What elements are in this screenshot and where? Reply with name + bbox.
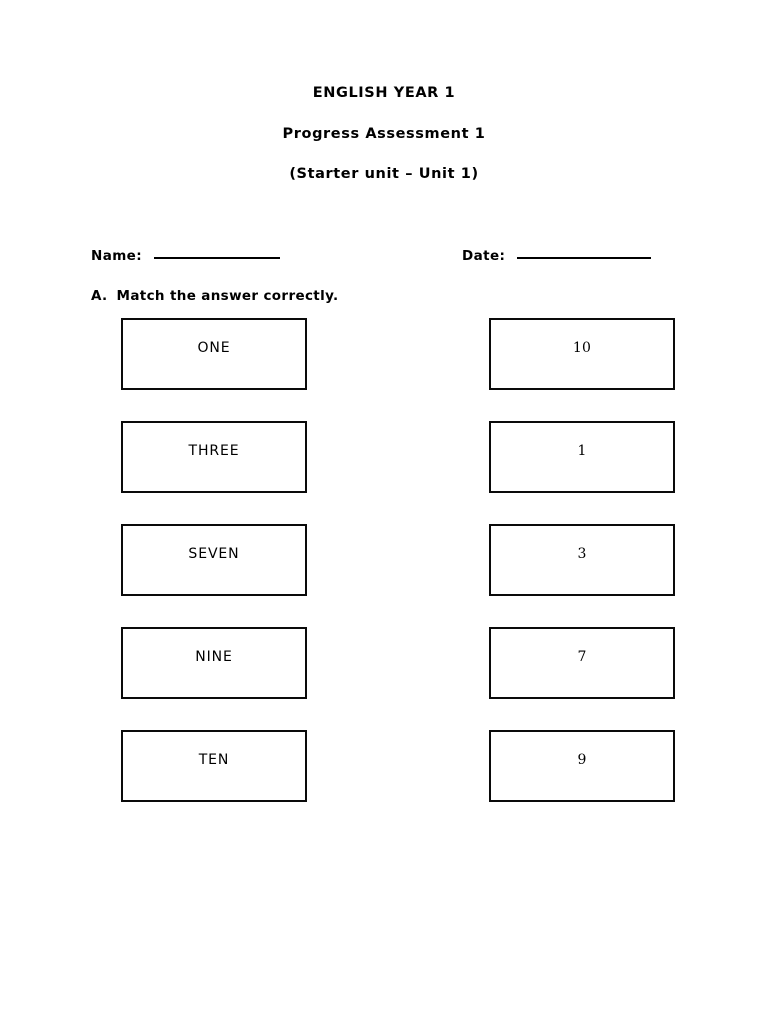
numeral-box[interactable]: 1 [489, 421, 675, 493]
word-column: ONE THREE SEVEN NINE TEN [121, 318, 307, 802]
numeral-box[interactable]: 7 [489, 627, 675, 699]
word-box-label: TEN [198, 752, 230, 768]
worksheet-heading: ENGLISH YEAR 1 Progress Assessment 1 (St… [0, 86, 768, 182]
date-label: Date: [462, 248, 506, 264]
numeral-box[interactable]: 9 [489, 730, 675, 802]
numeral-box[interactable]: 3 [489, 524, 675, 596]
numeral-box-label: 7 [577, 649, 587, 665]
word-box[interactable]: THREE [121, 421, 307, 493]
numeral-box-label: 10 [572, 340, 592, 356]
word-box-label: THREE [188, 443, 240, 459]
word-box-label: SEVEN [188, 546, 240, 562]
page-title: ENGLISH YEAR 1 [312, 85, 456, 101]
date-field[interactable]: Date: [462, 248, 652, 264]
name-label: Name: [91, 248, 143, 264]
instruction-text: Match the answer correctly. [116, 288, 339, 304]
word-box-label: ONE [197, 340, 231, 356]
matching-exercise: ONE THREE SEVEN NINE TEN 10 1 3 [0, 318, 768, 818]
unit-scope-subtitle: (Starter unit – Unit 1) [289, 166, 479, 182]
word-box[interactable]: NINE [121, 627, 307, 699]
date-write-in-line[interactable] [517, 257, 652, 259]
numeral-column: 10 1 3 7 9 [489, 318, 675, 802]
word-box-label: NINE [195, 649, 233, 665]
assessment-subtitle: Progress Assessment 1 [282, 125, 486, 142]
numeral-box-label: 1 [577, 443, 587, 459]
instruction-line: A. Match the answer correctly. [91, 288, 338, 304]
instruction-marker: A. [91, 288, 108, 304]
numeral-box-label: 3 [577, 546, 587, 562]
name-write-in-line[interactable] [154, 257, 281, 259]
word-box[interactable]: SEVEN [121, 524, 307, 596]
numeral-box-label: 9 [577, 752, 587, 768]
word-box[interactable]: ONE [121, 318, 307, 390]
word-box[interactable]: TEN [121, 730, 307, 802]
numeral-box[interactable]: 10 [489, 318, 675, 390]
name-field[interactable]: Name: [91, 248, 281, 264]
student-meta-row: Name: Date: [0, 248, 768, 274]
